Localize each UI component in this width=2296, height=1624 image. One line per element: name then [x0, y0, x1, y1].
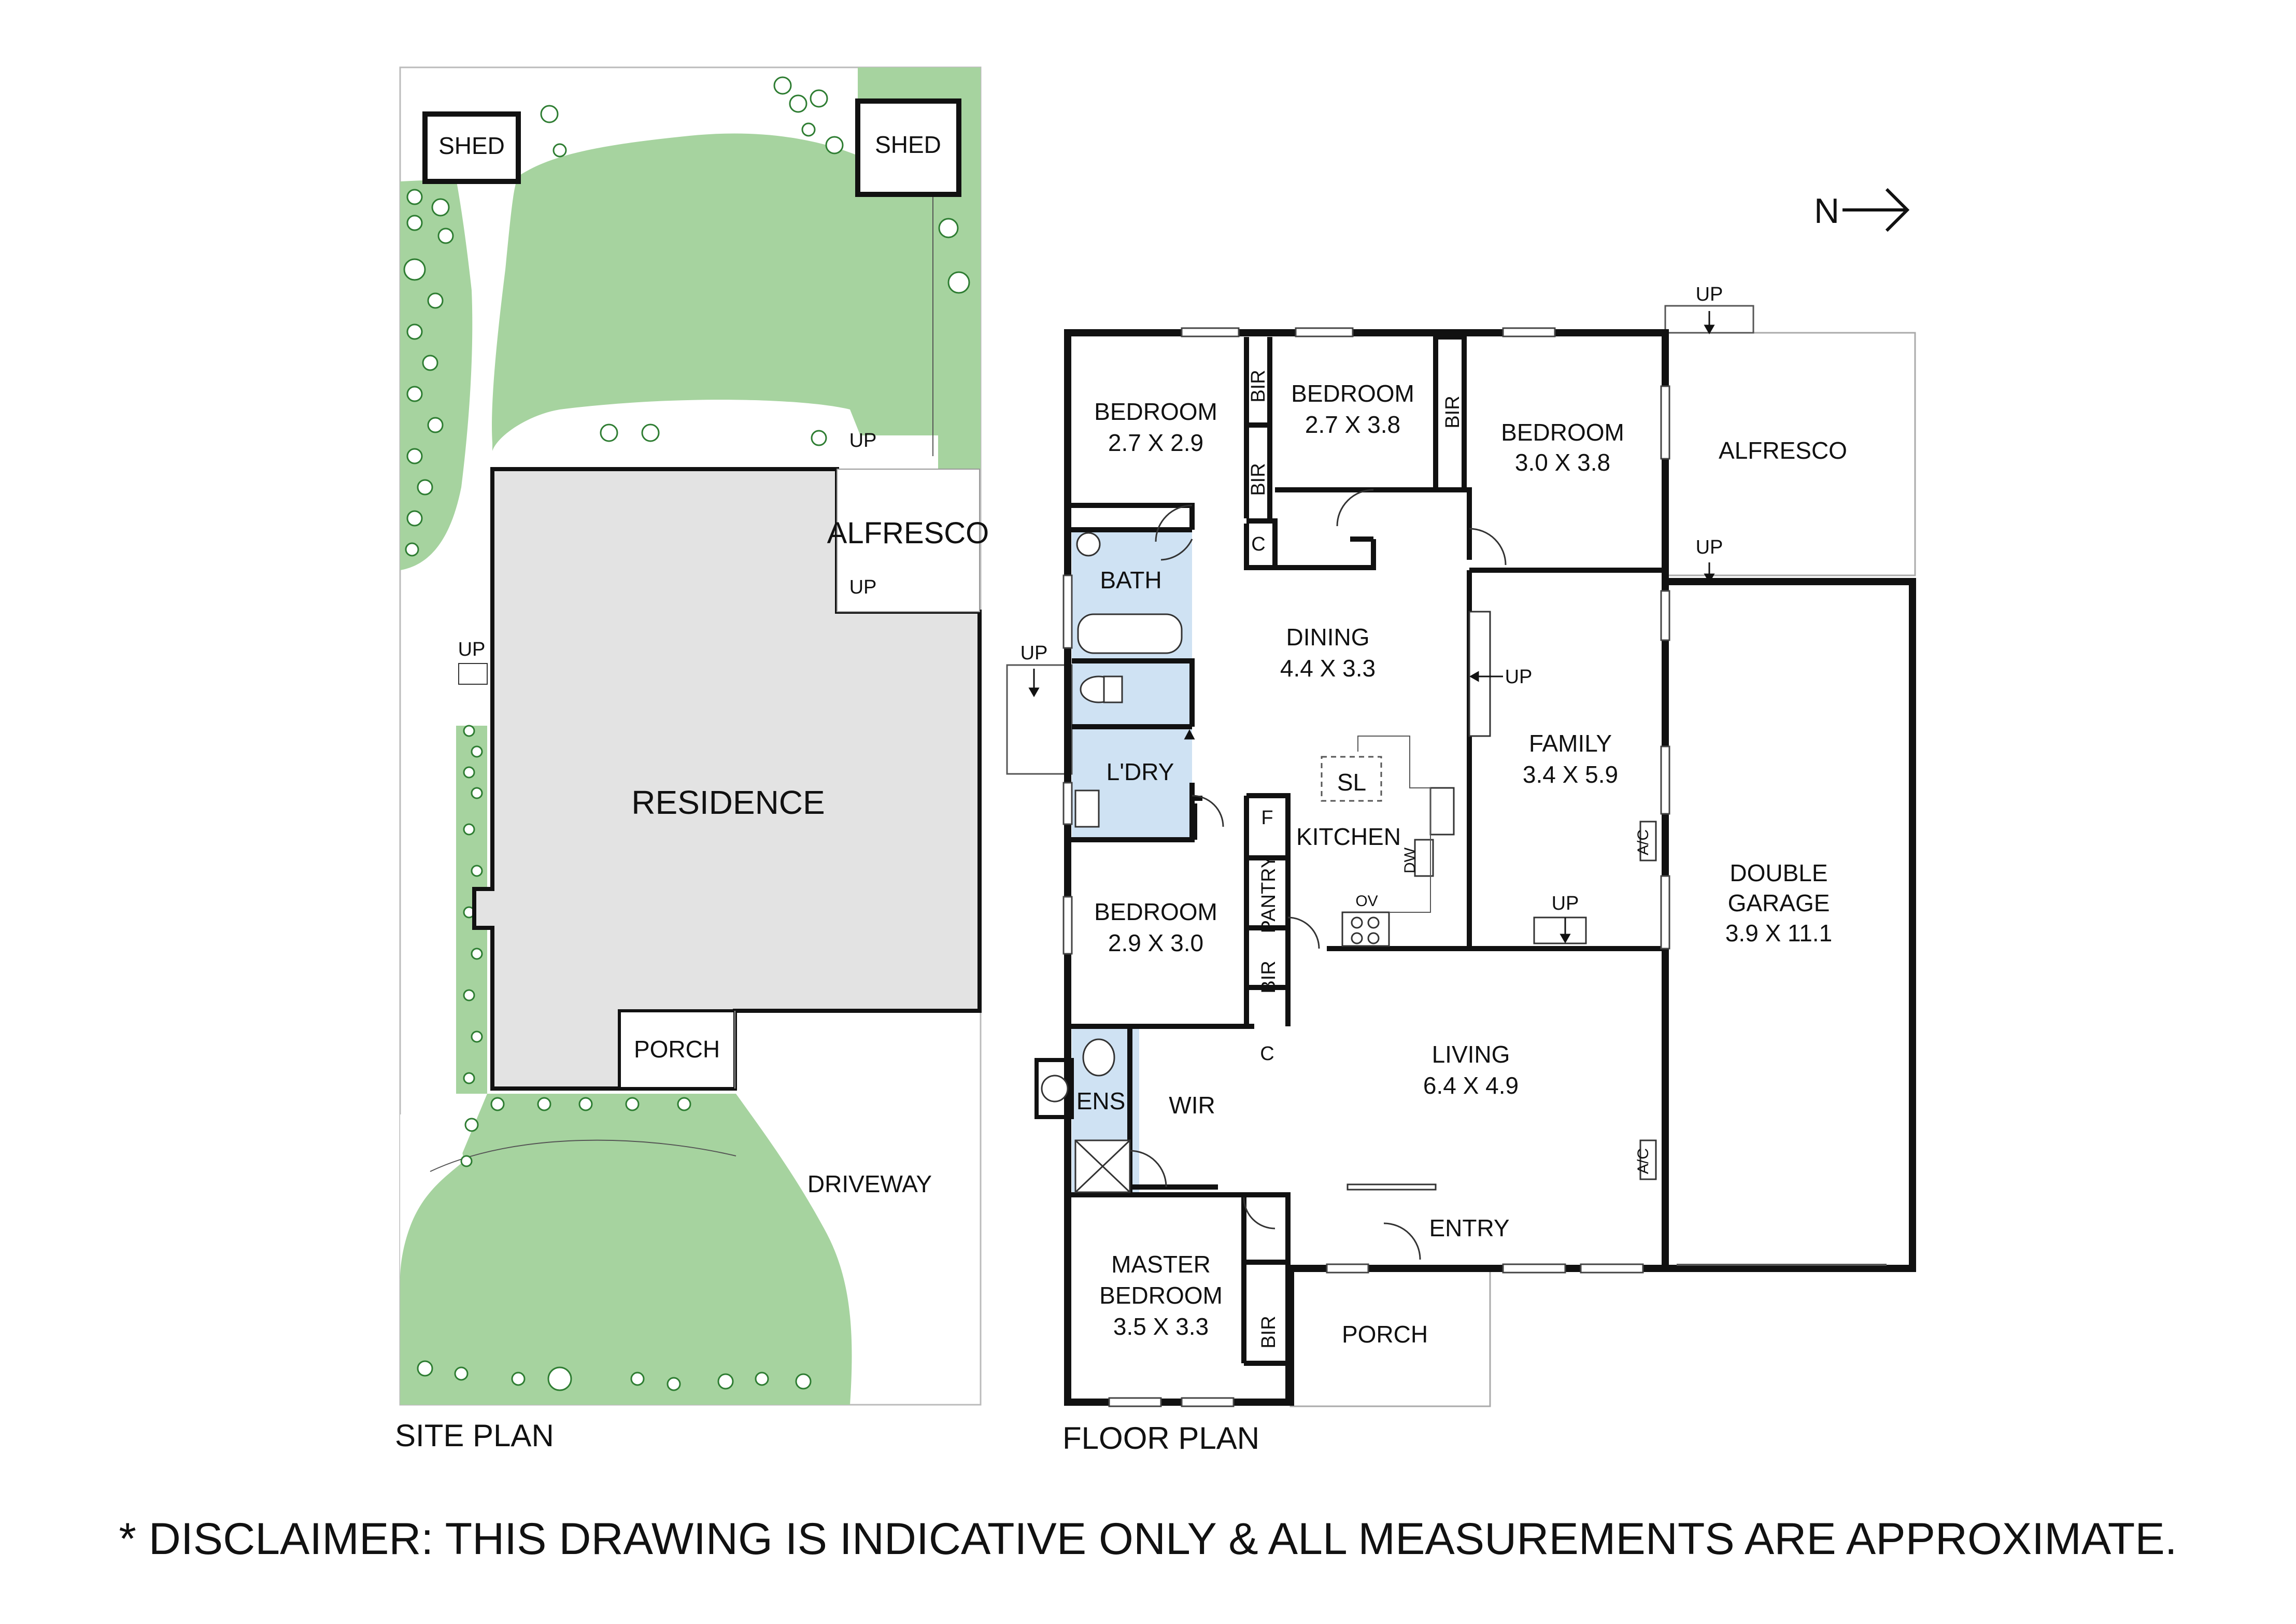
bench-outline	[1357, 736, 1431, 913]
f-label: F	[1261, 807, 1273, 829]
master-name-1: MASTER	[1111, 1251, 1211, 1278]
porch-label: PORCH	[1342, 1321, 1428, 1348]
floor-plan: BEDROOM 2.7 X 2.9 BEDROOM 2.7 X 3.8 BEDR…	[1006, 284, 1916, 1456]
front-lawn	[400, 1094, 852, 1405]
bir-label-4: BIR	[1258, 961, 1280, 993]
front-lawn-hole	[400, 1114, 464, 1280]
site-up-side: UP	[458, 639, 486, 660]
sl-label: SL	[1337, 769, 1366, 796]
bedroom-4-name: BEDROOM	[1094, 898, 1217, 925]
garage-name-2: GARAGE	[1728, 889, 1830, 916]
site-shed-left-label: SHED	[438, 132, 505, 159]
north-label: N	[1814, 191, 1839, 231]
bir-label-1: BIR	[1248, 370, 1269, 402]
site-side-step	[458, 663, 488, 685]
site-driveway-label: DRIVEWAY	[807, 1170, 932, 1197]
disclaimer: * DISCLAIMER: THIS DRAWING IS INDICATIVE…	[119, 1514, 2177, 1564]
garage-size: 3.9 X 11.1	[1725, 920, 1832, 947]
up-label-side: UP	[1021, 642, 1048, 664]
bedroom-2-size: 2.7 X 3.8	[1305, 411, 1400, 438]
up-label-garage: UP	[1696, 536, 1723, 558]
site-alfresco-label: ALFRESCO	[827, 516, 989, 550]
ov-label: OV	[1355, 893, 1378, 910]
interior-walls	[1068, 333, 1665, 1402]
skylight	[1321, 756, 1382, 802]
c-label-1: C	[1251, 533, 1265, 555]
site-porch-label: PORCH	[634, 1036, 720, 1063]
bedroom-3-name: BEDROOM	[1501, 419, 1624, 446]
bir-label-5: BIR	[1258, 1316, 1280, 1348]
fp-alfresco	[1664, 332, 1916, 576]
site-alfresco	[837, 469, 980, 612]
dw-label: DW	[1401, 847, 1419, 873]
ensuite-label: ENS	[1076, 1088, 1126, 1114]
bedroom-1-size: 2.7 X 2.9	[1108, 429, 1203, 456]
living-name: LIVING	[1432, 1041, 1510, 1068]
site-up-alfresco-bottom: UP	[849, 576, 877, 598]
garage-name-1: DOUBLE	[1730, 859, 1827, 886]
entry-label: ENTRY	[1429, 1215, 1509, 1241]
up-label-family: UP	[1505, 666, 1533, 688]
bedroom-4-size: 2.9 X 3.0	[1108, 929, 1203, 956]
bir-label-2: BIR	[1248, 463, 1269, 496]
family-size: 3.4 X 5.9	[1523, 761, 1618, 788]
ac-label-2: A/C	[1635, 1148, 1652, 1174]
site-residence-label: RESIDENCE	[631, 784, 825, 821]
site-shed-right-label: SHED	[875, 131, 941, 158]
back-lawn	[400, 67, 981, 469]
pantry-label: PANTRY	[1258, 855, 1280, 934]
outer-walls	[1064, 329, 1669, 1406]
shed-right	[855, 98, 961, 197]
master-size: 3.5 X 3.3	[1113, 1313, 1209, 1340]
site-plan: SHED SHED UP ALFRESCO UP UP RESIDENCE PO…	[395, 66, 989, 1453]
kitchen-label: KITCHEN	[1296, 823, 1401, 850]
living-size: 6.4 X 4.9	[1423, 1072, 1519, 1099]
north-arrow-head	[1885, 188, 1910, 232]
floor-plan-caption: FLOOR PLAN	[1062, 1421, 1259, 1456]
shed-left	[422, 111, 521, 184]
site-up-alfresco-top: UP	[849, 430, 877, 451]
step-arrows	[1028, 311, 1715, 944]
fp-side-step	[1006, 664, 1073, 775]
bedroom-3-size: 3.0 X 3.8	[1515, 449, 1610, 476]
site-plan-caption: SITE PLAN	[395, 1418, 554, 1453]
family-name: FAMILY	[1529, 730, 1612, 757]
ac-label-1: A/C	[1635, 829, 1652, 855]
up-label-top: UP	[1696, 284, 1723, 305]
bir-label-3: BIR	[1442, 396, 1464, 428]
master-name-2: BEDROOM	[1099, 1282, 1223, 1309]
alfresco-label: ALFRESCO	[1719, 437, 1847, 464]
north-arrow: N	[1814, 188, 1910, 232]
shrubs	[403, 76, 970, 1391]
up-label-living: UP	[1552, 893, 1579, 914]
fixtures	[1041, 532, 1657, 1193]
bedroom-2-name: BEDROOM	[1291, 380, 1414, 407]
wir-label: WIR	[1169, 1092, 1215, 1119]
bedroom-1-name: BEDROOM	[1094, 398, 1217, 425]
dining-size: 4.4 X 3.3	[1280, 655, 1376, 682]
garage-walls	[1665, 578, 1916, 1272]
dining-name: DINING	[1286, 624, 1370, 651]
bath-label: BATH	[1100, 567, 1161, 594]
laundry-label: L'DRY	[1107, 758, 1174, 785]
fp-porch	[1289, 1267, 1491, 1407]
c-label-2: C	[1260, 1043, 1274, 1065]
door-swings	[1129, 489, 1507, 1260]
windows	[1062, 327, 1670, 1407]
